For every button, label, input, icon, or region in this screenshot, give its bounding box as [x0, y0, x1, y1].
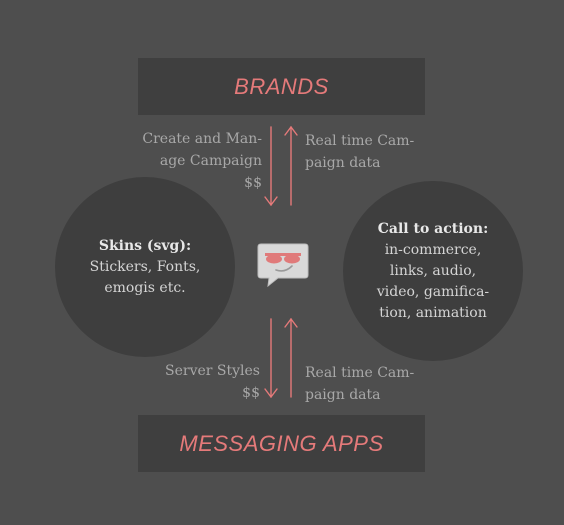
top-right-line: paign data — [305, 155, 381, 171]
bottom-right-line: paign data — [305, 387, 381, 403]
call-to-action-line: video, gamifica- — [376, 283, 490, 300]
skins-heading: Skins (svg): — [98, 237, 192, 254]
brands-label: BRANDS — [234, 73, 329, 99]
top-left-line: $$ — [244, 175, 262, 191]
top-left-label: Create and Man- age Campaign $$ — [130, 128, 262, 194]
call-to-action-line: tion, animation — [379, 304, 487, 321]
messaging-apps-box: MESSAGING APPS — [138, 415, 425, 472]
bottom-right-line: Real time Cam- — [305, 365, 415, 381]
brands-box: BRANDS — [138, 58, 425, 115]
skins-line: emogis etc. — [104, 279, 186, 296]
skins-line: Stickers, Fonts, — [89, 258, 201, 275]
bottom-left-label: Server Styles $$ — [150, 360, 260, 404]
top-right-line: Real time Cam- — [305, 133, 415, 149]
top-left-line: Create and Man- — [142, 131, 262, 147]
call-to-action-line: in-commerce, — [384, 241, 482, 258]
top-down-arrow — [264, 126, 278, 207]
top-right-label: Real time Cam- paign data — [305, 130, 445, 174]
bottom-left-line: Server Styles — [165, 363, 260, 379]
chat-sunglasses-icon — [257, 243, 309, 288]
top-up-arrow — [284, 125, 298, 206]
bottom-right-label: Real time Cam- paign data — [305, 362, 445, 406]
bottom-left-line: $$ — [242, 385, 260, 401]
call-to-action-heading: Call to action: — [377, 220, 489, 237]
call-to-action-circle: Call to action: in-commerce, links, audi… — [343, 181, 523, 361]
bottom-up-arrow — [284, 317, 298, 398]
call-to-action-line: links, audio, — [389, 262, 477, 279]
top-left-line: age Campaign — [159, 153, 262, 169]
messaging-apps-label: MESSAGING APPS — [179, 430, 384, 456]
skins-circle: Skins (svg): Stickers, Fonts, emogis etc… — [55, 177, 235, 357]
bottom-down-arrow — [264, 318, 278, 399]
